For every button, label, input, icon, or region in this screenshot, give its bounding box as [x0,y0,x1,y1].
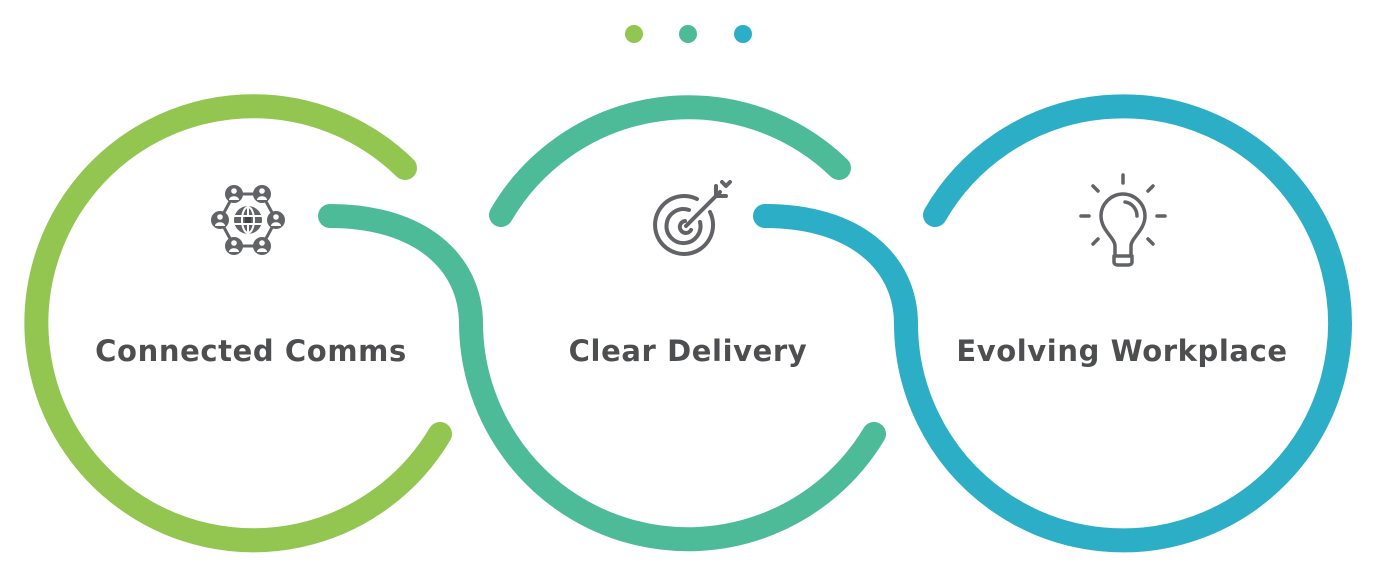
person-node-icon [225,185,243,203]
target-arrow-icon [653,180,732,256]
clear-delivery-ring-upper [489,95,851,227]
indicator-dots [625,25,752,43]
person-node-icon [211,211,229,229]
green-dot [625,25,643,43]
clear-delivery-ring-lower [318,204,886,552]
stage-label-clear-delivery: Clear Delivery [569,334,808,368]
lightbulb-icon [1079,173,1167,267]
connected-comms-ring [24,94,452,553]
stage-label-evolving-workplace: Evolving Workplace [956,334,1287,368]
teal-dot [679,25,697,43]
evolving-workplace-ring [753,94,1352,553]
person-node-icon [253,185,271,203]
person-node-icon [225,237,243,255]
network-globe-icon [211,185,285,255]
person-node-icon [267,211,285,229]
person-node-icon [253,237,271,255]
blue-dot [734,25,752,43]
stage-label-connected-comms: Connected Comms [95,334,407,368]
